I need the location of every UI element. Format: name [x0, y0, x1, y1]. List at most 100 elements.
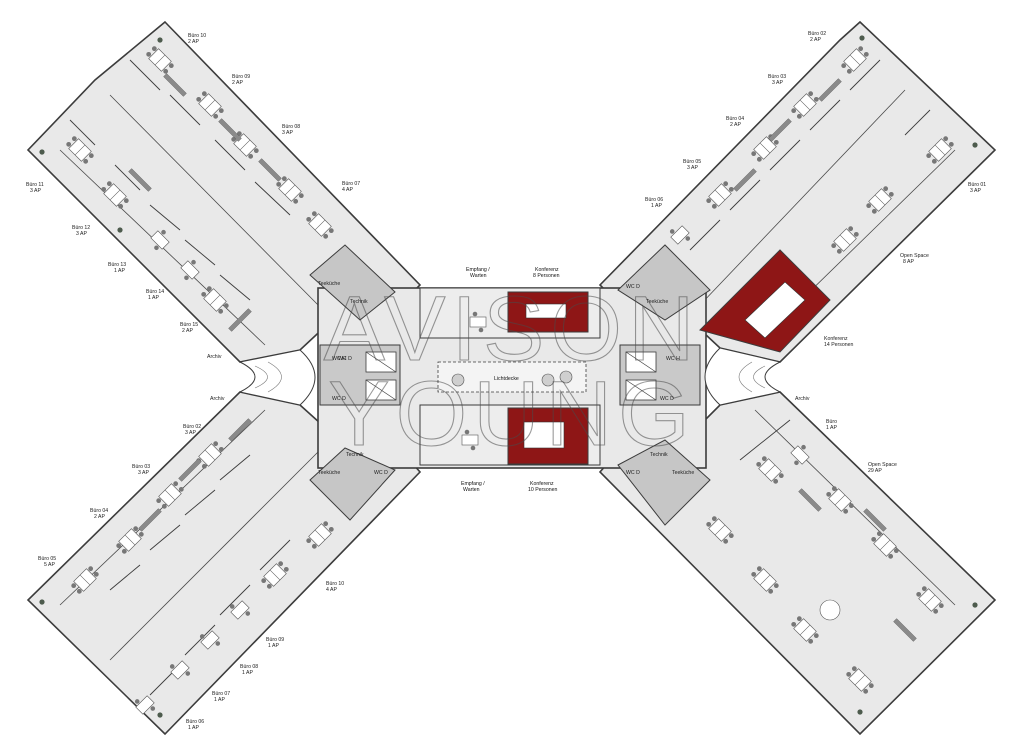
room-name: WC D [374, 470, 388, 476]
room-name: Büro 05 [683, 159, 701, 165]
room-capacity: 8 AP [903, 259, 914, 265]
room-capacity: 2 AP [94, 514, 105, 520]
room-name: Teeküche [318, 281, 340, 287]
room-name: Büro 08 [240, 664, 258, 670]
room-labels: Büro 10 2 AP Büro 09 2 AP Büro 08 3 AP B… [26, 31, 986, 731]
room-name-sub: Warten [463, 487, 480, 493]
room-capacity: 2 AP [182, 328, 193, 334]
room-capacity: 1 AP [114, 268, 125, 274]
room-name: Büro 14 [146, 289, 164, 295]
room-capacity: 3 AP [76, 231, 87, 237]
room-capacity: 1 AP [268, 643, 279, 649]
room-name: Archiv [207, 354, 222, 360]
room-name-sub: 8 Personen [533, 273, 560, 279]
room-capacity: 2 AP [810, 37, 821, 43]
room-name: Büro 12 [72, 225, 90, 231]
room-capacity: 3 AP [772, 80, 783, 86]
room-name: Büro 13 [108, 262, 126, 268]
room-capacity: 3 AP [687, 165, 698, 171]
partitions-nw [69, 59, 291, 301]
room-name: Büro 11 [26, 182, 44, 188]
room-name: Büro 07 [212, 691, 230, 697]
watermark: AVISON YOUNG [323, 277, 701, 465]
room-capacity: 1 AP [214, 697, 225, 703]
room-name: Büro 04 [90, 508, 108, 514]
room-name: Büro 01 [968, 182, 986, 188]
room-capacity: 1 AP [242, 670, 253, 676]
room-name: Büro 06 [186, 719, 204, 725]
room-name: Büro 08 [282, 124, 300, 130]
room-name: Empfang / [461, 481, 485, 487]
room-name: Büro 09 [232, 74, 250, 80]
room-name: Teeküche [646, 299, 668, 305]
room-name: WC D [626, 284, 640, 290]
room-name: Open Space [900, 253, 929, 259]
room-capacity: 3 AP [30, 188, 41, 194]
room-capacity: 2 AP [188, 39, 199, 45]
conference-room-northeast [699, 249, 831, 353]
watermark-line2: YOUNG [328, 363, 695, 465]
room-name: WC D [338, 356, 352, 362]
room-capacity: 1 AP [651, 203, 662, 209]
room-name: Büro 10 [326, 581, 344, 587]
room-name: Lichtdecke [494, 376, 519, 382]
room-capacity: 5 AP [44, 562, 55, 568]
room-name: Büro 09 [266, 637, 284, 643]
room-capacity: 3 AP [282, 130, 293, 136]
service-core-sw [309, 447, 396, 521]
room-capacity: 2 AP [730, 122, 741, 128]
room-capacity: 1 AP [148, 295, 159, 301]
room-name: WC D [626, 470, 640, 476]
room-name: Archiv [795, 396, 810, 402]
room-name: Open Space [868, 462, 897, 468]
room-capacity: 3 AP [970, 188, 981, 194]
room-name: Büro 10 [188, 33, 206, 39]
room-name: Büro 05 [38, 556, 56, 562]
partitions-ne [689, 59, 931, 251]
room-name: Büro 02 [183, 424, 201, 430]
service-core-ne [617, 244, 711, 321]
room-name: Büro 15 [180, 322, 198, 328]
room-name: Büro [826, 419, 837, 425]
partitions-sw [109, 454, 291, 696]
room-name: WC D [660, 396, 674, 402]
conference-room-south [507, 407, 589, 465]
service-core-nw [309, 244, 396, 321]
room-name: Büro 06 [645, 197, 663, 203]
room-capacity: 3 AP [138, 470, 149, 476]
room-name: Technik [350, 299, 368, 305]
room-name: Technik [650, 452, 668, 458]
room-name: Konferenz [535, 267, 559, 273]
room-capacity: 4 AP [326, 587, 337, 593]
room-name: Teeküche [318, 470, 340, 476]
room-name-sub: Warten [470, 273, 487, 279]
archive-west [238, 349, 316, 406]
room-name: WC H [332, 356, 346, 362]
room-name: Büro 07 [342, 181, 360, 187]
workstations [64, 44, 956, 719]
room-capacity: 2 AP [232, 80, 243, 86]
room-capacity: 29 AP [868, 468, 882, 474]
room-name-sub: 10 Personen [528, 487, 558, 493]
room-name: Konferenz [824, 336, 848, 342]
room-name: Archiv [210, 396, 225, 402]
room-name: Büro 04 [726, 116, 744, 122]
room-capacity: 3 AP [185, 430, 196, 436]
room-name: WC D [332, 396, 346, 402]
room-capacity: 1 AP [826, 425, 837, 431]
room-name-sub: 14 Personen [824, 342, 854, 348]
room-name: Konferenz [530, 481, 554, 487]
service-core-se [617, 439, 711, 526]
room-name: Empfang / [466, 267, 490, 273]
room-name: Büro 03 [132, 464, 150, 470]
room-name: Büro 03 [768, 74, 786, 80]
room-capacity: 4 AP [342, 187, 353, 193]
room-capacity: 1 AP [188, 725, 199, 731]
room-name: WC H [666, 356, 680, 362]
conference-room-north [507, 291, 589, 333]
watermark-line1: AVISON [324, 278, 701, 380]
archive-east [704, 347, 782, 406]
room-name: Teeküche [672, 470, 694, 476]
room-name: Büro 02 [808, 31, 826, 37]
